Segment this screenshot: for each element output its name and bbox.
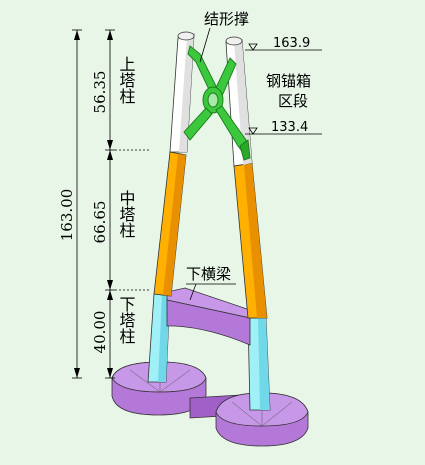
- total-height-label: 163.00: [58, 189, 76, 242]
- foundation: [111, 361, 309, 447]
- anchorage-label-line2: 区段: [278, 92, 308, 110]
- elevation-anchor-label: 133.4: [271, 120, 308, 135]
- lower-segment-label: 下塔柱: [117, 296, 136, 344]
- dimension-lines: [72, 29, 150, 379]
- anchorage-label-line1: 钢锚箱: [266, 72, 311, 90]
- left-column-top: [177, 31, 195, 41]
- upper-segment-label: 上塔柱: [117, 56, 136, 104]
- lower-height-label: 40.00: [91, 311, 109, 354]
- strut-leader: [199, 27, 211, 63]
- elevation-top-marker: 163.9: [245, 36, 322, 51]
- middle-pylon: [153, 151, 268, 319]
- knot-strut: [183, 45, 251, 161]
- elevation-anchor-marker: 133.4: [245, 120, 322, 135]
- lower-crossbeam: [166, 287, 251, 346]
- dimension-arrows: [74, 30, 113, 378]
- middle-segment-label: 中塔柱: [117, 190, 136, 238]
- elevation-top-label: 163.9: [273, 36, 310, 51]
- lower-beam-label: 下横梁: [186, 265, 231, 283]
- lower-crossbeam-front: [166, 299, 251, 346]
- upper-height-label: 56.35: [91, 71, 109, 114]
- right-column-top: [225, 36, 243, 46]
- strut-label: 结形撑: [204, 10, 249, 28]
- middle-height-label: 66.65: [91, 201, 109, 244]
- strut-lower-left-arm: [183, 107, 213, 141]
